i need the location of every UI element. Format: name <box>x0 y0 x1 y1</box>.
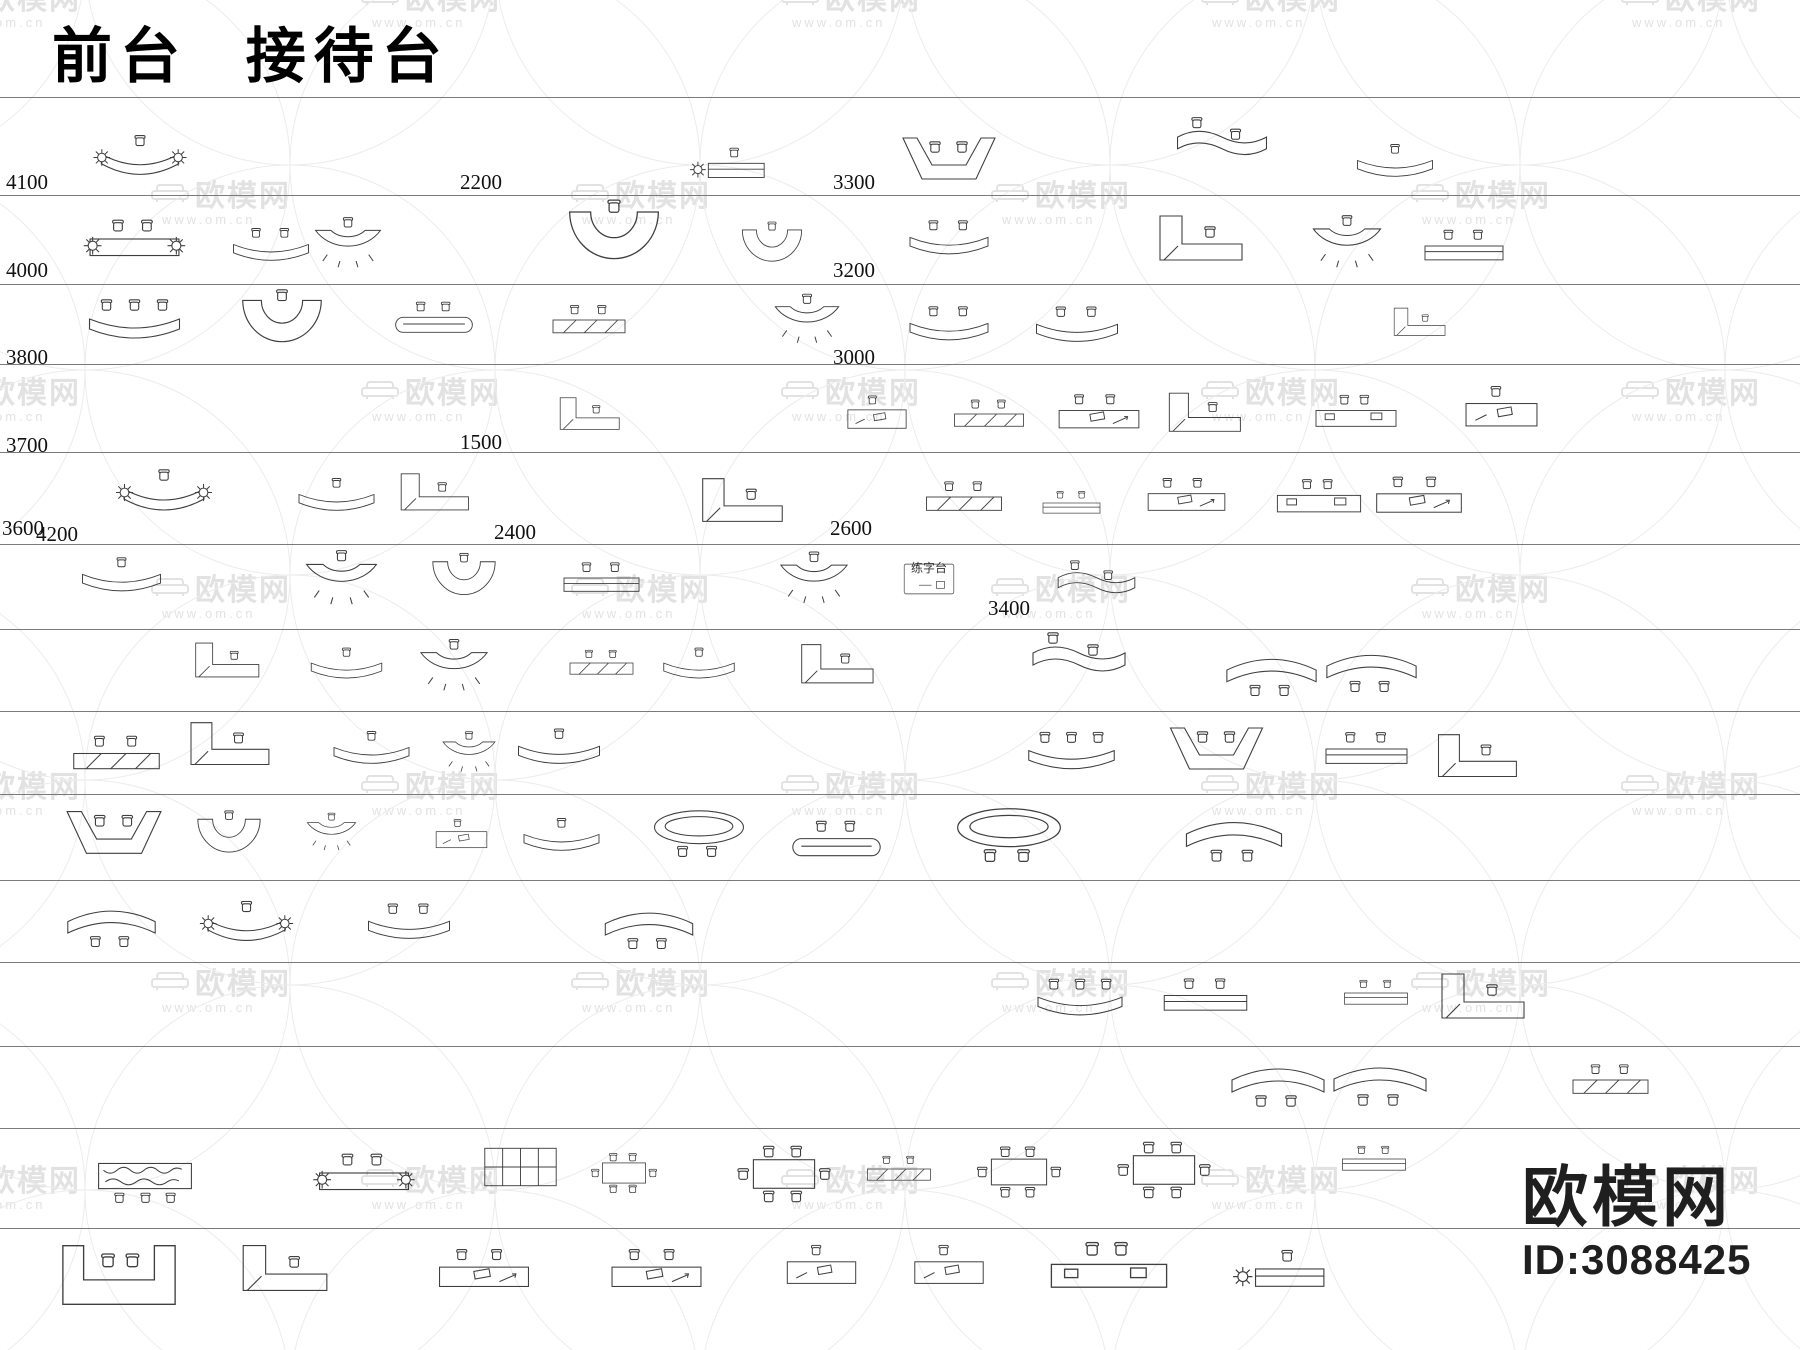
divider-line <box>0 880 1800 881</box>
watermark-circle <box>294 1189 696 1350</box>
dimension-label: 3600 <box>2 516 44 540</box>
divider-line <box>0 1046 1800 1047</box>
divider-line <box>0 962 1800 963</box>
dimension-label: 3000 <box>833 345 875 369</box>
watermark-circle <box>1524 1189 1800 1350</box>
block-label: 练字台 <box>911 560 947 575</box>
dimension-label: 4200 <box>36 522 78 546</box>
divider-line <box>0 364 1800 365</box>
divider-line <box>0 711 1800 712</box>
dimension-label: 1500 <box>460 430 502 454</box>
logo-brand-text: 欧模网 <box>1522 1160 1732 1234</box>
page-title: 前台 接待台 <box>52 22 450 92</box>
dimension-label: 2200 <box>460 170 502 194</box>
divider-line <box>0 1228 1800 1229</box>
furniture-blocks: 练字台 <box>63 118 1648 1305</box>
watermark-circle <box>704 1189 1106 1350</box>
site-logo: 欧模网 ID:3088425 <box>1522 1160 1752 1284</box>
dimension-label: 4000 <box>6 258 48 282</box>
dimension-label: 4100 <box>6 170 48 194</box>
dimension-label: 3400 <box>988 596 1030 620</box>
logo-id-text: ID:3088425 <box>1522 1236 1752 1284</box>
watermark-circle <box>1114 1189 1516 1350</box>
divider-line <box>0 1128 1800 1129</box>
dimension-label: 2400 <box>494 520 536 544</box>
divider-line <box>0 629 1800 630</box>
divider-line <box>0 97 1800 98</box>
dimension-label: 3800 <box>6 345 48 369</box>
divider-line <box>0 452 1800 453</box>
divider-line <box>0 794 1800 795</box>
divider-line <box>0 195 1800 196</box>
dimension-label: 3200 <box>833 258 875 282</box>
divider-line <box>0 284 1800 285</box>
divider-line <box>0 544 1800 545</box>
watermark-circle <box>0 1189 286 1350</box>
dimension-label: 3700 <box>6 433 48 457</box>
dimension-label: 3300 <box>833 170 875 194</box>
dimension-label: 2600 <box>830 516 872 540</box>
